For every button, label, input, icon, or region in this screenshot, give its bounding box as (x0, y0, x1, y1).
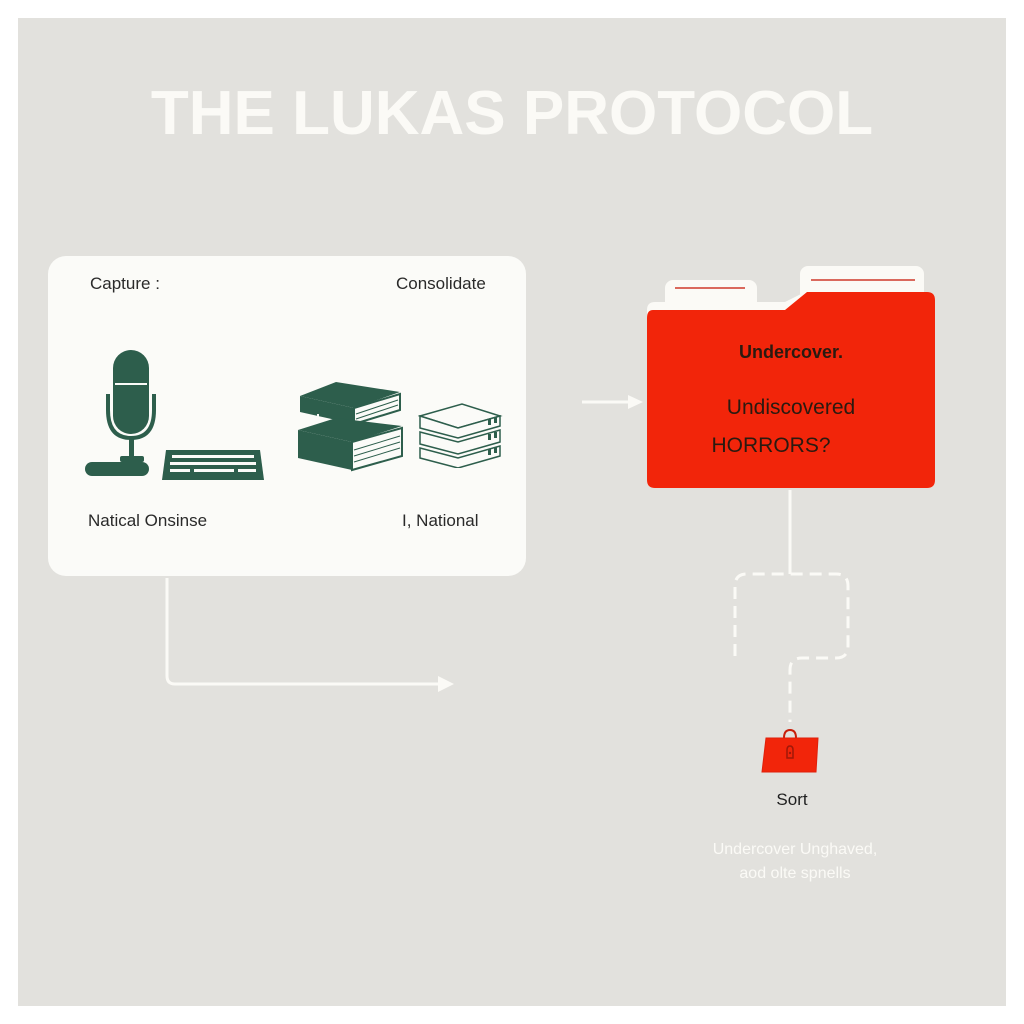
caption-line-2: aod olte spnells (739, 865, 851, 882)
undercover-folder[interactable]: Undercover. Undiscovered HORRORS? (645, 262, 937, 490)
briefcase-lock-icon[interactable] (760, 726, 820, 774)
diagram-title: THE LUKAS PROTOCOL (150, 79, 874, 148)
sort-label: Sort (776, 790, 808, 809)
caption-line-1: Undercover Unghaved, (712, 841, 878, 858)
keyboard-icon (162, 450, 264, 480)
folder-line-2: HORRORS? (711, 434, 831, 457)
folder-heading: Undercover. (738, 342, 844, 362)
bottom-right-label: I, National (402, 511, 479, 530)
stacked-trays-icon (418, 403, 503, 468)
microphone-icon (85, 350, 156, 476)
sort-caption: Undercover Unghaved, aod olte spnells (680, 838, 910, 886)
capture-label: Capture : (90, 274, 160, 293)
bottom-left-label: Natical Onsinse (88, 511, 208, 530)
capture-consolidate-card: Capture : Consolidate Natical Onsinse I,… (48, 256, 526, 576)
folder-line-1: Undiscovered (726, 396, 856, 419)
folder-icon (647, 266, 935, 488)
book-stack-icon (298, 382, 403, 472)
consolidate-label: Consolidate (396, 274, 486, 293)
